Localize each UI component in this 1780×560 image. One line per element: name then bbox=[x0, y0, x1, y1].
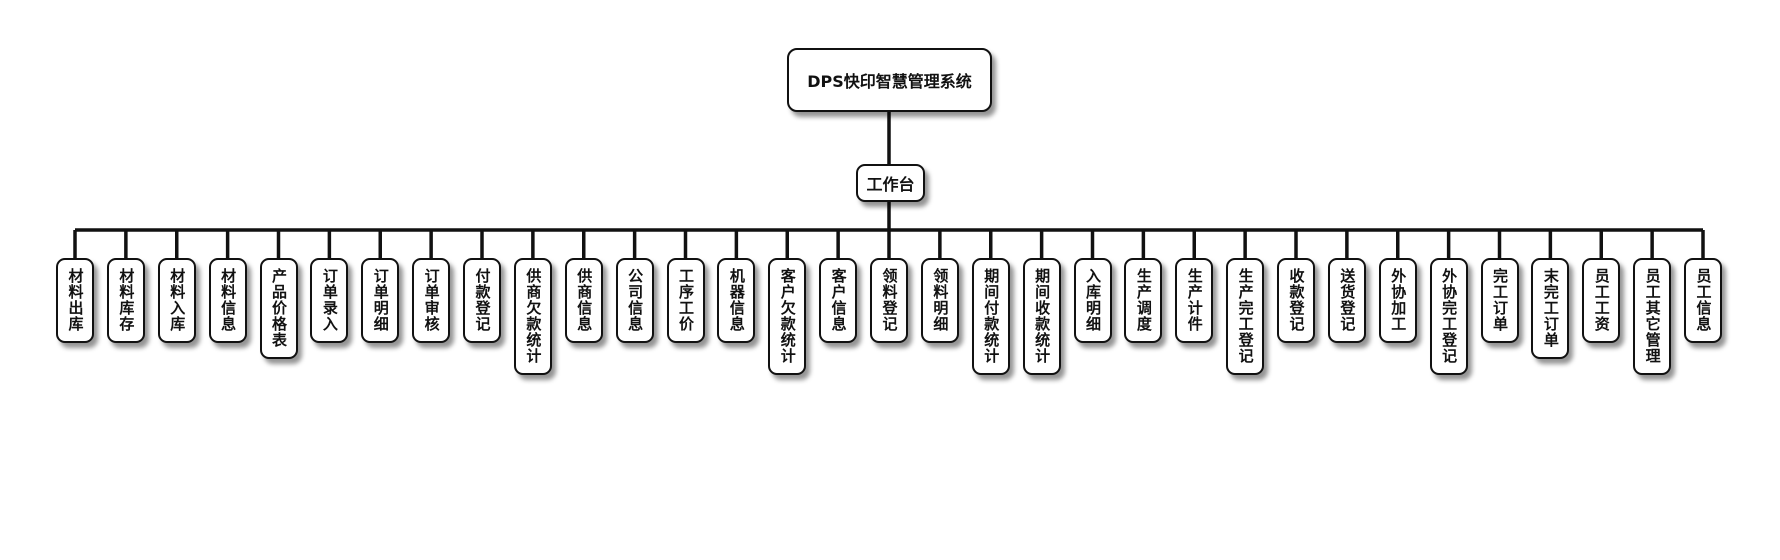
module-node-label: 期间收款统计 bbox=[1033, 268, 1052, 364]
module-node: 订单录入 bbox=[310, 258, 349, 343]
module-node: 期间收款统计 bbox=[1022, 258, 1061, 375]
module-node: 供商欠款统计 bbox=[513, 258, 552, 375]
module-node: 员工其它管理 bbox=[1633, 258, 1672, 375]
hub-node-workbench: 工作台 bbox=[856, 164, 925, 202]
module-node-label: 材料出库 bbox=[66, 268, 85, 332]
module-node-label: 订单录入 bbox=[320, 268, 339, 332]
module-node-label: 材料库存 bbox=[117, 268, 136, 332]
module-node-label: 外协完工登记 bbox=[1440, 268, 1459, 364]
module-node-label: 期间付款统计 bbox=[982, 268, 1001, 364]
module-node: 外协完工登记 bbox=[1429, 258, 1468, 375]
module-node: 客户欠款统计 bbox=[768, 258, 807, 375]
module-node-label: 领料登记 bbox=[880, 268, 899, 332]
module-node: 材料信息 bbox=[208, 258, 247, 343]
module-node: 生产调度 bbox=[1124, 258, 1163, 343]
module-node-label: 产品价格表 bbox=[270, 268, 288, 348]
module-node: 付款登记 bbox=[463, 258, 501, 343]
module-node-label: 末完工订单 bbox=[1541, 268, 1560, 348]
module-node: 材料库存 bbox=[106, 258, 145, 343]
module-node: 员工工资 bbox=[1582, 258, 1621, 343]
module-node-label: 员工其它管理 bbox=[1643, 268, 1662, 364]
module-node-label: 员工信息 bbox=[1694, 268, 1713, 332]
module-node-label: 材料信息 bbox=[219, 268, 238, 332]
module-node: 供商信息 bbox=[564, 258, 603, 343]
module-node: 产品价格表 bbox=[259, 258, 298, 359]
module-node-label: 订单审核 bbox=[422, 268, 441, 332]
module-node-label: 外协加工 bbox=[1389, 268, 1408, 332]
module-node-label: 领料明细 bbox=[931, 268, 950, 332]
module-node-label: 生产完工登记 bbox=[1236, 268, 1255, 364]
module-node-label: 生产调度 bbox=[1134, 268, 1153, 332]
module-node-label: 公司信息 bbox=[626, 268, 645, 332]
module-node: 材料出库 bbox=[56, 258, 94, 343]
module-node: 送货登记 bbox=[1327, 258, 1366, 343]
module-node: 外协加工 bbox=[1378, 258, 1417, 343]
module-node-label: 供商信息 bbox=[575, 268, 594, 332]
module-node-label: 收款登记 bbox=[1287, 268, 1306, 332]
module-node-label: 付款登记 bbox=[473, 268, 492, 332]
module-node: 客户信息 bbox=[819, 258, 858, 343]
root-node-system-title: DPS快印智慧管理系统 bbox=[787, 48, 992, 112]
hub-node-label: 工作台 bbox=[866, 175, 915, 194]
module-node: 完工订单 bbox=[1480, 258, 1519, 343]
module-node-label: 机器信息 bbox=[727, 268, 746, 332]
module-node: 订单明细 bbox=[361, 258, 400, 343]
module-node: 工序工价 bbox=[666, 258, 705, 343]
module-node-label: 客户欠款统计 bbox=[778, 268, 797, 364]
root-node-label: DPS快印智慧管理系统 bbox=[807, 72, 972, 91]
module-node-label: 送货登记 bbox=[1338, 268, 1357, 332]
module-node-label: 入库明细 bbox=[1084, 268, 1102, 332]
module-node: 生产计件 bbox=[1175, 258, 1214, 343]
module-node: 入库明细 bbox=[1073, 258, 1112, 343]
module-node: 机器信息 bbox=[717, 258, 756, 343]
module-node: 期间付款统计 bbox=[971, 258, 1010, 375]
module-node: 末完工订单 bbox=[1531, 258, 1570, 359]
module-node-label: 工序工价 bbox=[677, 268, 695, 332]
module-node: 材料入库 bbox=[157, 258, 196, 343]
module-node: 领料明细 bbox=[920, 258, 959, 343]
module-node-label: 订单明细 bbox=[371, 268, 390, 332]
module-node: 收款登记 bbox=[1277, 258, 1315, 343]
module-node: 领料登记 bbox=[870, 258, 908, 343]
module-node-label: 材料入库 bbox=[168, 268, 187, 332]
module-node-label: 供商欠款统计 bbox=[524, 268, 543, 364]
module-node: 生产完工登记 bbox=[1226, 258, 1265, 375]
module-node: 员工信息 bbox=[1684, 258, 1722, 343]
module-node: 订单审核 bbox=[412, 258, 451, 343]
module-node-label: 完工订单 bbox=[1491, 268, 1509, 332]
module-node-label: 生产计件 bbox=[1185, 268, 1204, 332]
module-node-label: 客户信息 bbox=[829, 268, 848, 332]
module-node: 公司信息 bbox=[615, 258, 654, 343]
module-node-label: 员工工资 bbox=[1592, 268, 1611, 332]
